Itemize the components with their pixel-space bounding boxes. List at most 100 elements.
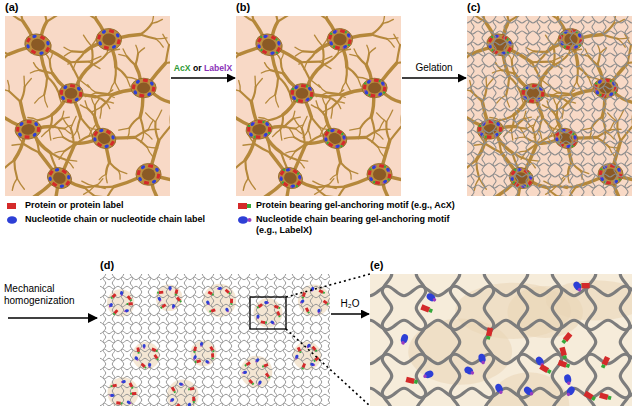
dendrite [50, 51, 53, 60]
dendrite [8, 81, 10, 92]
protein-mark [291, 88, 295, 95]
nucleotide-mark [134, 356, 139, 362]
dendrite [156, 39, 163, 47]
nucleus [21, 123, 36, 135]
gel-strand [100, 349, 330, 352]
figure-panel: (c) [467, 16, 632, 196]
protein-mark [561, 332, 573, 345]
protein-mark [387, 174, 391, 181]
anchor-tag [491, 36, 494, 39]
panel-letter: (d) [100, 259, 114, 272]
protein-mark [363, 82, 367, 89]
protein-mark [127, 302, 133, 305]
nucleotide-body [121, 380, 126, 384]
anchor-tag [266, 35, 268, 37]
dendrite [316, 101, 318, 109]
anchor-tag [566, 392, 571, 397]
neuron [44, 164, 75, 192]
nucleotide-mark [573, 135, 577, 141]
dendrite [34, 63, 40, 71]
dendrite [397, 45, 400, 63]
dendrite [251, 87, 255, 102]
anchor-tag [600, 79, 602, 81]
nucleotide-body [32, 132, 37, 137]
dendrite [21, 16, 23, 21]
anchor-tag [109, 306, 111, 308]
anchor-tag [591, 396, 596, 401]
protein-body [26, 37, 31, 43]
anchor-tag [383, 91, 385, 93]
anchor-tag [295, 185, 298, 188]
dendrite [318, 108, 325, 117]
protein-mark [268, 127, 272, 134]
protein-body [156, 174, 160, 179]
protein-body [136, 347, 139, 352]
gel-strand [202, 274, 205, 406]
dendrite [397, 57, 401, 63]
anchor-tag [529, 391, 534, 396]
process-arrow [171, 77, 235, 78]
dendrite [308, 117, 311, 130]
gel-strand [370, 320, 632, 330]
gel-strand [552, 274, 562, 406]
anchor-tag [170, 400, 172, 402]
legend-swatch [7, 216, 17, 224]
nucleotide-mark [55, 168, 60, 172]
dendrite [84, 186, 95, 194]
dendrite [94, 106, 97, 117]
dendrite [97, 179, 103, 186]
protein-mark [144, 181, 149, 185]
soma [44, 164, 75, 192]
protein-body [363, 84, 367, 89]
anchor-tag [283, 169, 286, 172]
anchor-tag [375, 165, 377, 167]
gel-strand [620, 274, 630, 406]
tissue-ground [236, 16, 401, 196]
dendrite [358, 56, 366, 65]
dendrite [95, 185, 115, 188]
dendrite [245, 160, 248, 178]
nucleotide-body [205, 359, 210, 364]
arrow-label: Gelation [415, 62, 452, 74]
gel-strand [148, 274, 151, 406]
dendrite [375, 132, 383, 139]
nucleotide-mark [269, 51, 275, 56]
anchor-tag [335, 146, 337, 148]
anchor-tag [566, 146, 568, 148]
nucleotide-body [371, 165, 376, 170]
dendrite [76, 65, 92, 88]
protein-body [522, 90, 526, 95]
legend: Protein or protein labelNucleotide chain… [5, 200, 227, 225]
dendrite [20, 87, 24, 102]
protein-mark [110, 140, 115, 146]
anchor-tag [573, 47, 575, 49]
anchor-tag [485, 136, 487, 138]
anchor-tag [520, 168, 522, 170]
dendrite [35, 136, 39, 153]
protein-mark [132, 84, 136, 89]
protein-mark [136, 347, 140, 354]
protein-body [581, 283, 589, 289]
nucleotide-mark [205, 300, 210, 306]
protein-body [175, 403, 180, 406]
nucleotide-body [74, 97, 79, 102]
nucleotide-body [187, 402, 191, 406]
gel-strand [484, 274, 494, 406]
neuron [551, 125, 581, 152]
anchor-tag [595, 82, 597, 84]
anchor-tag [530, 178, 532, 180]
anchor-tag [297, 172, 300, 175]
dendrite [357, 77, 367, 79]
protein-mark [230, 299, 233, 305]
dendrite [64, 47, 72, 51]
nucleotide-body [154, 167, 159, 172]
dendrite [275, 95, 278, 107]
zoom-box [250, 297, 286, 329]
gel-strand [559, 16, 562, 196]
neuron [320, 125, 350, 152]
dendrite [366, 53, 369, 65]
protein-mark [209, 346, 215, 353]
dendrite [345, 177, 371, 187]
protein-body [128, 302, 132, 305]
protein-body [40, 35, 46, 40]
